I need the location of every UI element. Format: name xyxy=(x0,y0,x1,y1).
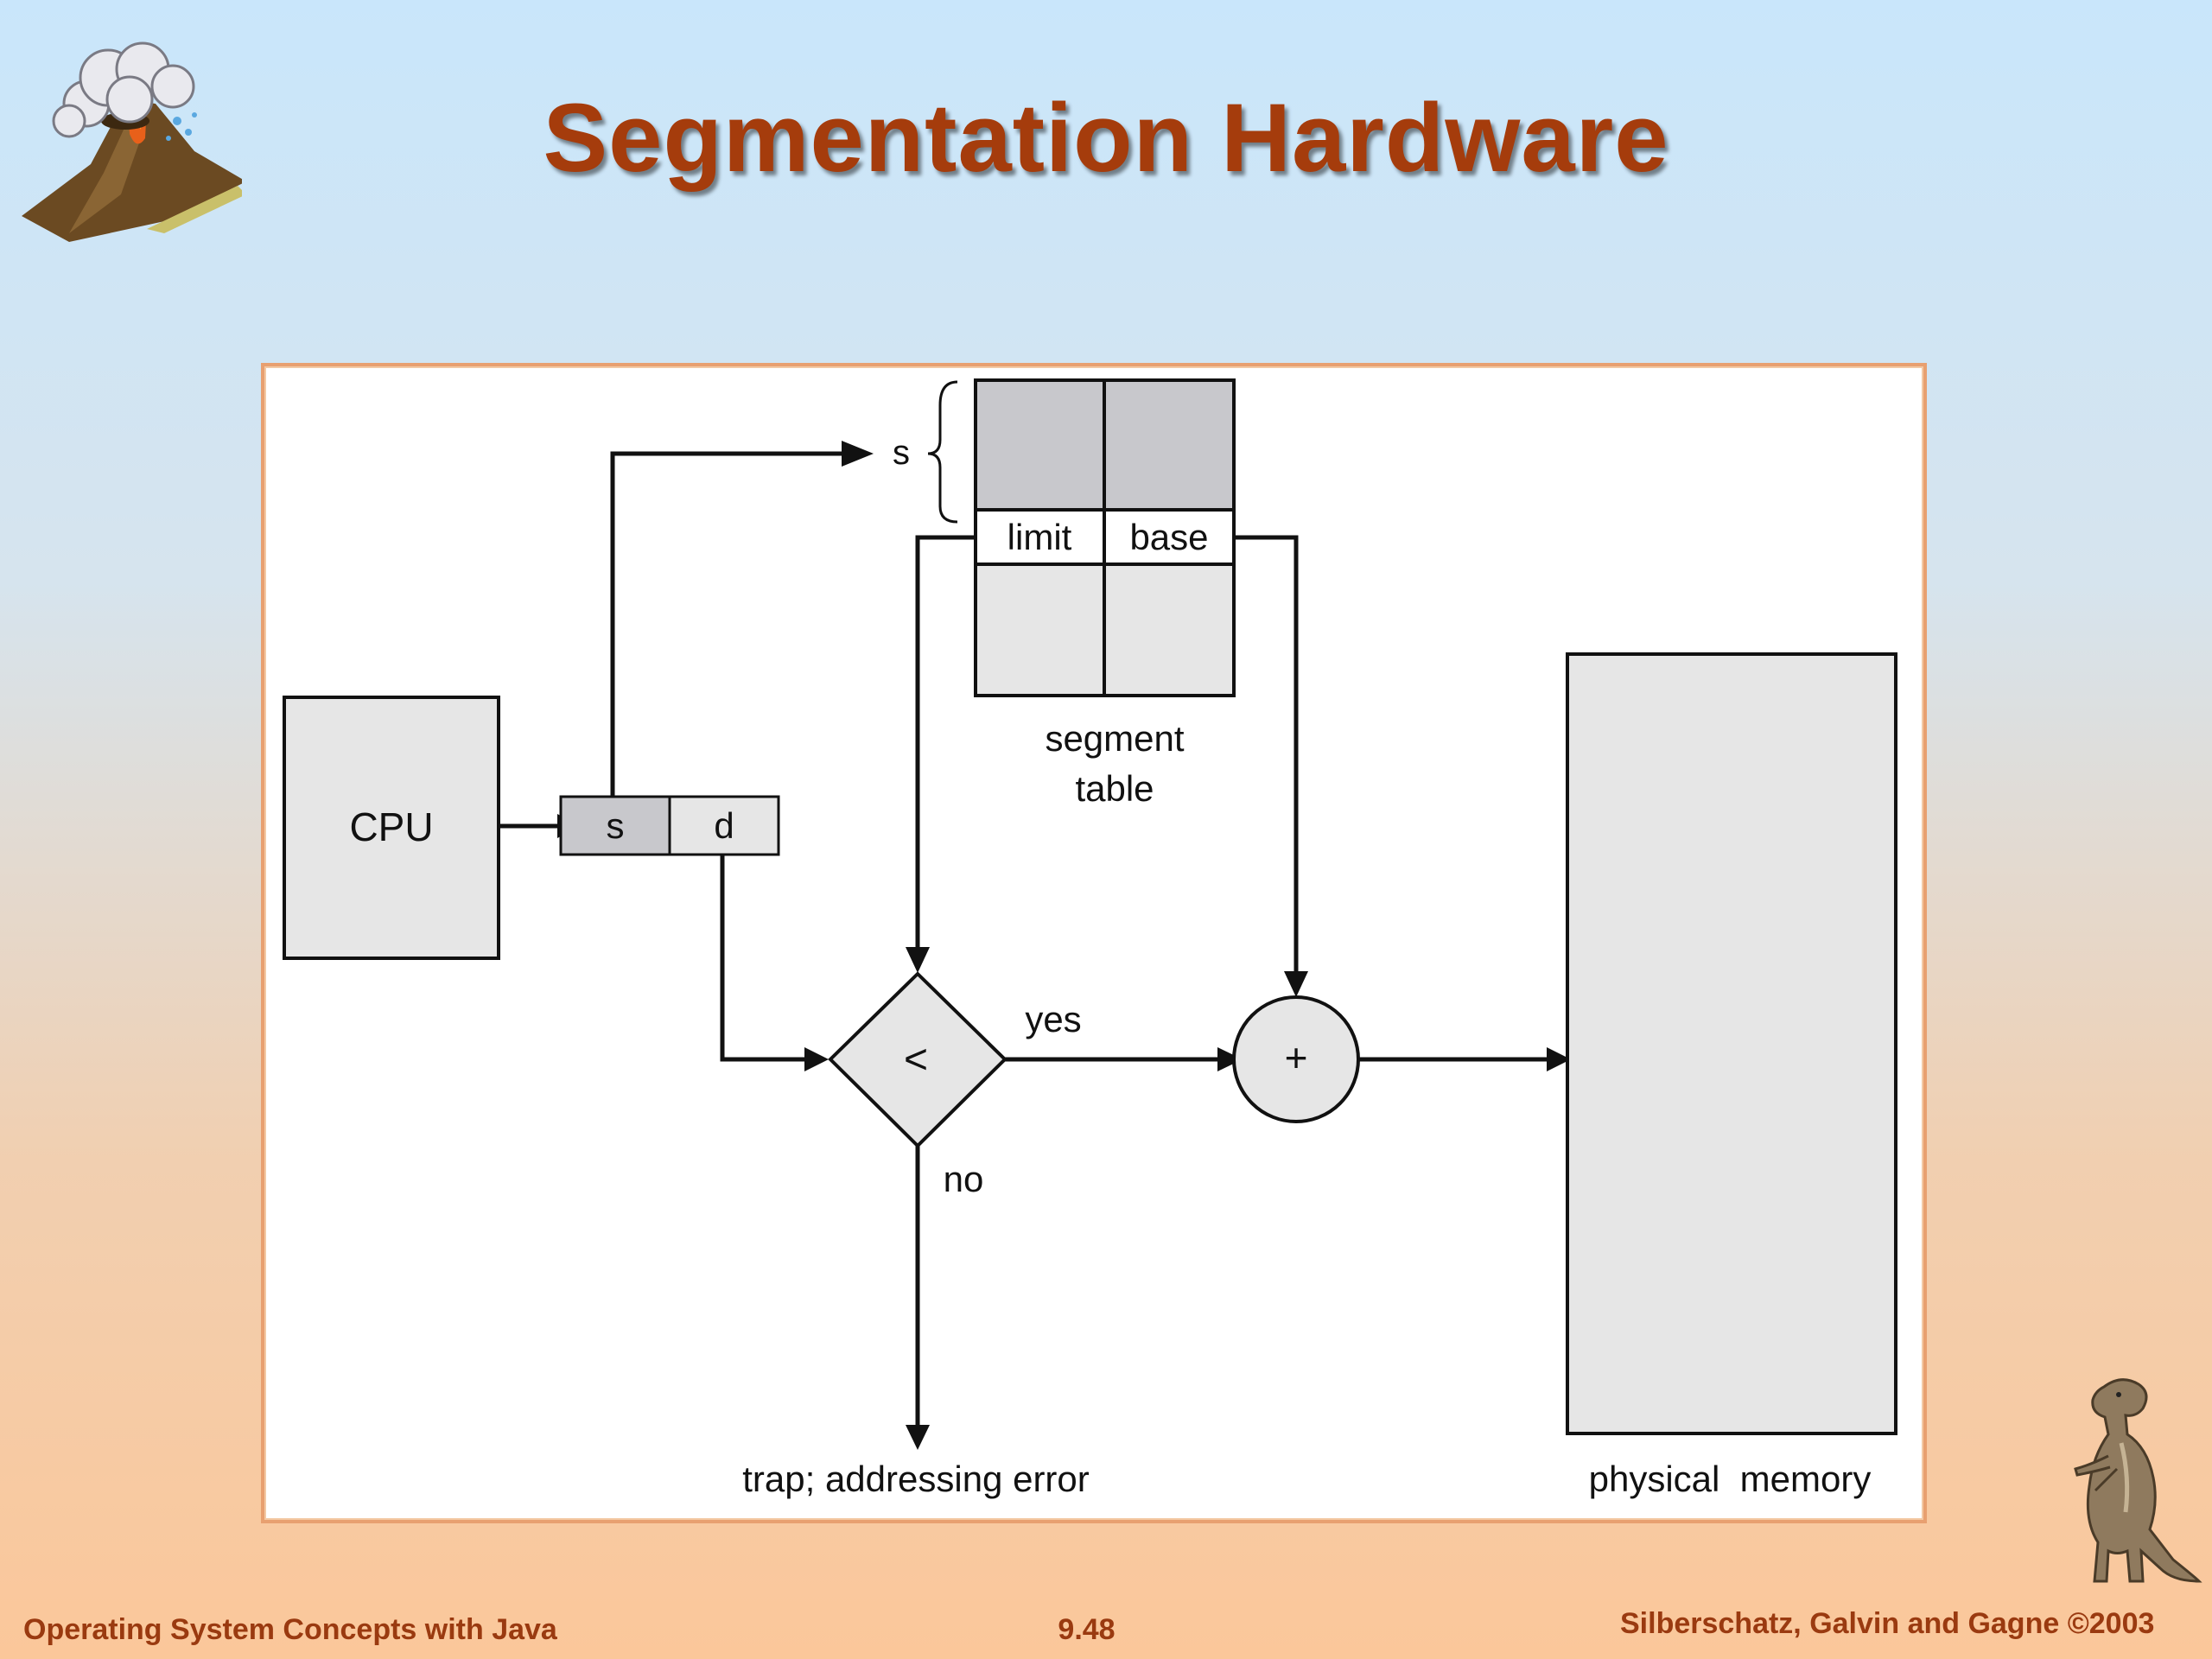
volcano-icon xyxy=(22,41,242,242)
segment-table-caption-line2: table xyxy=(1075,768,1154,809)
footer-copyright: Silberschatz, Galvin and Gagne ©2003 xyxy=(1620,1607,2155,1640)
physical-memory-label: physical memory xyxy=(1589,1459,1872,1499)
compare-symbol: < xyxy=(904,1037,928,1083)
limit-label: limit xyxy=(1007,517,1072,557)
base-label: base xyxy=(1129,517,1208,557)
segment-table-upper-right xyxy=(1103,378,1236,512)
yes-label: yes xyxy=(1025,999,1081,1039)
address-s-label: s xyxy=(607,805,625,846)
no-label: no xyxy=(944,1159,984,1199)
segment-table-caption-line1: segment xyxy=(1045,718,1184,759)
dinosaur-icon xyxy=(2074,1378,2202,1583)
segment-table-lower-right xyxy=(1103,563,1236,697)
address-d-label: d xyxy=(714,805,734,846)
segment-brace xyxy=(927,380,958,524)
diagram-panel: CPU s d s limit base segment table xyxy=(261,363,1927,1523)
cpu-box xyxy=(283,696,500,960)
segment-index-label: s xyxy=(893,434,910,472)
address-d-cell xyxy=(668,795,780,856)
segment-table-upper-left xyxy=(974,378,1106,512)
cpu-label: CPU xyxy=(349,804,433,849)
trap-label: trap; addressing error xyxy=(742,1459,1090,1499)
physical-memory-box xyxy=(1566,652,1897,1435)
slide-title: Segmentation Hardware xyxy=(543,84,1669,192)
footer-book-title: Operating System Concepts with Java xyxy=(23,1613,557,1646)
segment-table-base-cell xyxy=(1103,508,1236,566)
segmentation-diagram: CPU s d s limit base segment table xyxy=(283,378,1897,1499)
segment-table-lower-left xyxy=(974,563,1106,697)
add-symbol: + xyxy=(1285,1035,1308,1080)
footer-slide-number: 9.48 xyxy=(1058,1613,1116,1646)
